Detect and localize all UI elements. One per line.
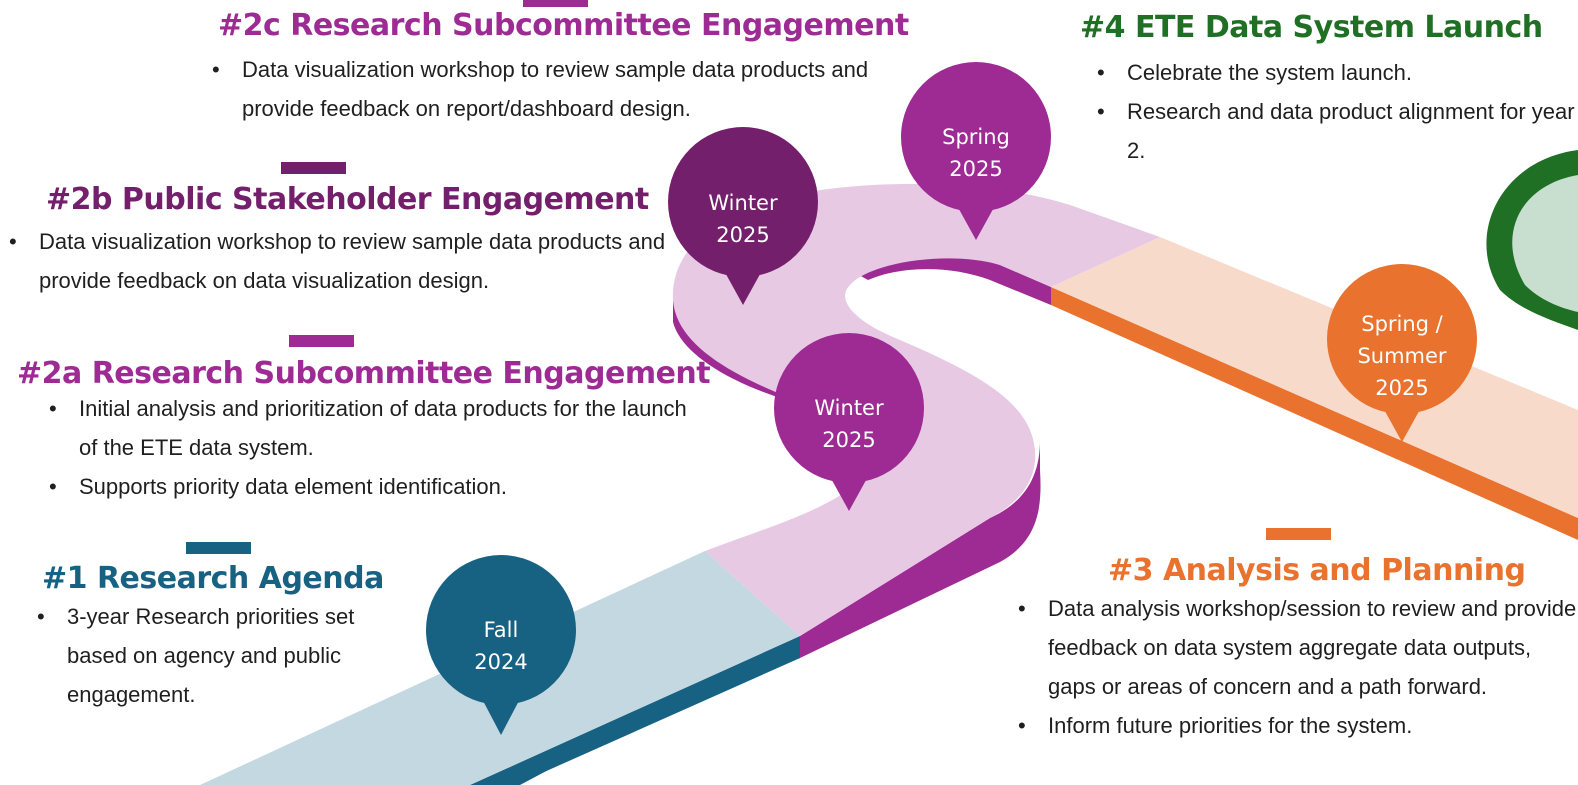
accent-bar-2c [523,0,588,7]
pin-year: 2025 [949,157,1003,181]
pin-year: 2024 [474,650,528,674]
road-segment-purple-edge [800,440,1041,658]
pin-winter-2025-a-marker [668,127,818,305]
milestone-4-bullet: Celebrate the system launch. [1097,53,1578,92]
pin-year: 2025 [1375,376,1429,400]
milestone-3-heading: #3 Analysis and Planning [1108,553,1526,588]
milestone-2b-heading: #2b Public Stakeholder Engagement [46,182,649,217]
accent-bar-3 [1266,528,1331,540]
pin-spring-2025-marker [901,62,1051,240]
pin-fall-2024-marker [426,555,576,735]
road-segment-green-inner [1512,175,1578,312]
milestone-3-bullet: Data analysis workshop/session to review… [1018,589,1578,706]
pin-season: Winter [814,396,884,420]
pin-season: Fall [483,618,519,642]
milestone-2b-bullet: Data visualization workshop to review sa… [9,222,689,300]
milestone-3-bullet: Inform future priorities for the system. [1018,706,1578,745]
milestone-2c-heading: #2c Research Subcommittee Engagement [218,8,909,43]
pin-spring-summer-2025-marker [1327,264,1477,442]
milestone-2a-heading: #2a Research Subcommittee Engagement [17,356,711,391]
milestone-4-bullets: Celebrate the system launch. Research an… [1097,53,1578,170]
pin-winter-2025-b: Winter 2025 [774,392,924,456]
road-segment-orange-edge [1051,287,1578,540]
pin-winter-2025-a: Winter 2025 [668,187,818,251]
milestone-2a-bullets: Initial analysis and prioritization of d… [49,389,689,506]
pin-season: Spring / [1361,312,1443,336]
milestone-2c-bullets: Data visualization workshop to review sa… [212,50,892,128]
pin-winter-2025-b-marker [774,333,924,511]
milestone-1-bullet: 3-year Research priorities set based on … [37,597,392,714]
pin-spring-summer-2025: Spring / Summer 2025 [1327,308,1477,404]
milestone-1-heading: #1 Research Agenda [42,561,384,596]
milestone-1-bullets: 3-year Research priorities set based on … [37,597,392,714]
milestone-4-heading: #4 ETE Data System Launch [1080,10,1543,45]
road-segment-purple-edge-top [850,255,1051,305]
pin-season: Summer [1357,344,1447,368]
accent-bar-2a [289,335,354,347]
accent-bar-2b [281,162,346,174]
pin-season: Spring [942,125,1010,149]
milestone-2c-bullet: Data visualization workshop to review sa… [212,50,892,128]
milestone-2a-bullet: Supports priority data element identific… [49,467,689,506]
milestone-4-bullet: Research and data product alignment for … [1097,92,1578,170]
pin-fall-2024: Fall 2024 [425,614,577,678]
pin-year: 2025 [716,223,770,247]
milestone-3-bullets: Data analysis workshop/session to review… [1018,589,1578,745]
milestone-2a-bullet: Initial analysis and prioritization of d… [49,389,689,467]
milestone-2b-bullets: Data visualization workshop to review sa… [9,222,689,300]
accent-bar-1 [186,542,251,554]
pin-spring-2025: Spring 2025 [901,121,1051,185]
road-segment-peach [1051,237,1578,518]
pin-year: 2025 [822,428,876,452]
pin-season: Winter [708,191,778,215]
